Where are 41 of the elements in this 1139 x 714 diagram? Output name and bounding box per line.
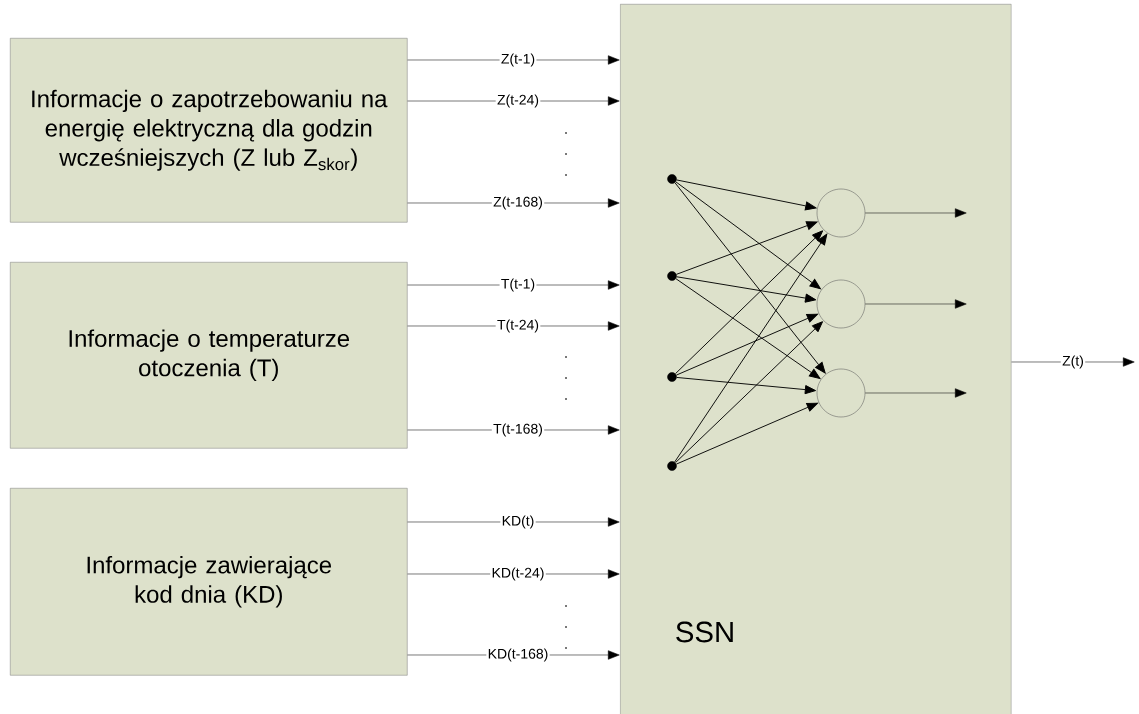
ellipsis-dot: .: [565, 398, 567, 400]
edge-label: Z(t): [1060, 354, 1086, 370]
edge-label: Z(t-24): [495, 93, 541, 109]
ellipsis-dot: .: [565, 605, 567, 607]
network-box: SSN: [620, 4, 1012, 714]
edge-label: KD(t): [500, 514, 536, 530]
arrow: [676, 377, 817, 395]
edge-label: T(t-168): [491, 422, 545, 438]
arrow: [675, 181, 821, 290]
arrow: [675, 313, 818, 376]
arrow: [674, 230, 824, 375]
info-box: Informacje o zapotrzebowaniu na energię elektryczną dla godzin wcześniejszych (Z lub Z$_{skor}$): [10, 38, 408, 223]
neuron-circle: [816, 279, 866, 329]
ellipsis-dot: .: [565, 132, 567, 134]
edge-label: Z(t-1): [499, 52, 537, 68]
neuron-circle: [816, 368, 866, 418]
ellipsis-dot: .: [565, 647, 567, 649]
edge-label: KD(t-168): [486, 647, 550, 663]
arrow: [865, 388, 967, 398]
edge-label: Z(t-168): [491, 195, 545, 211]
arrow: [865, 208, 967, 218]
edge-label: T(t-24): [495, 318, 541, 334]
arrow: [865, 299, 967, 309]
arrow: [675, 321, 824, 464]
arrow: [676, 221, 818, 275]
ellipsis-dot: .: [565, 174, 567, 176]
ellipsis-dot: .: [565, 626, 567, 628]
arrow: [676, 179, 817, 211]
ellipsis-dot: .: [565, 153, 567, 155]
arrow: [675, 278, 821, 379]
ellipsis-dot: .: [565, 356, 567, 358]
arrow: [676, 276, 817, 303]
neuron-circle: [816, 188, 866, 238]
edge-label: T(t-1): [499, 277, 537, 293]
info-box: Informacje o temperaturze otoczenia (T): [10, 262, 408, 449]
arrow: [675, 402, 818, 465]
info-box: Informacje zawierające kod dnia (KD): [10, 488, 408, 676]
edge-label: KD(t-24): [490, 566, 546, 582]
arrow: [674, 233, 828, 463]
arrow: [674, 182, 826, 374]
ellipsis-dot: .: [565, 377, 567, 379]
